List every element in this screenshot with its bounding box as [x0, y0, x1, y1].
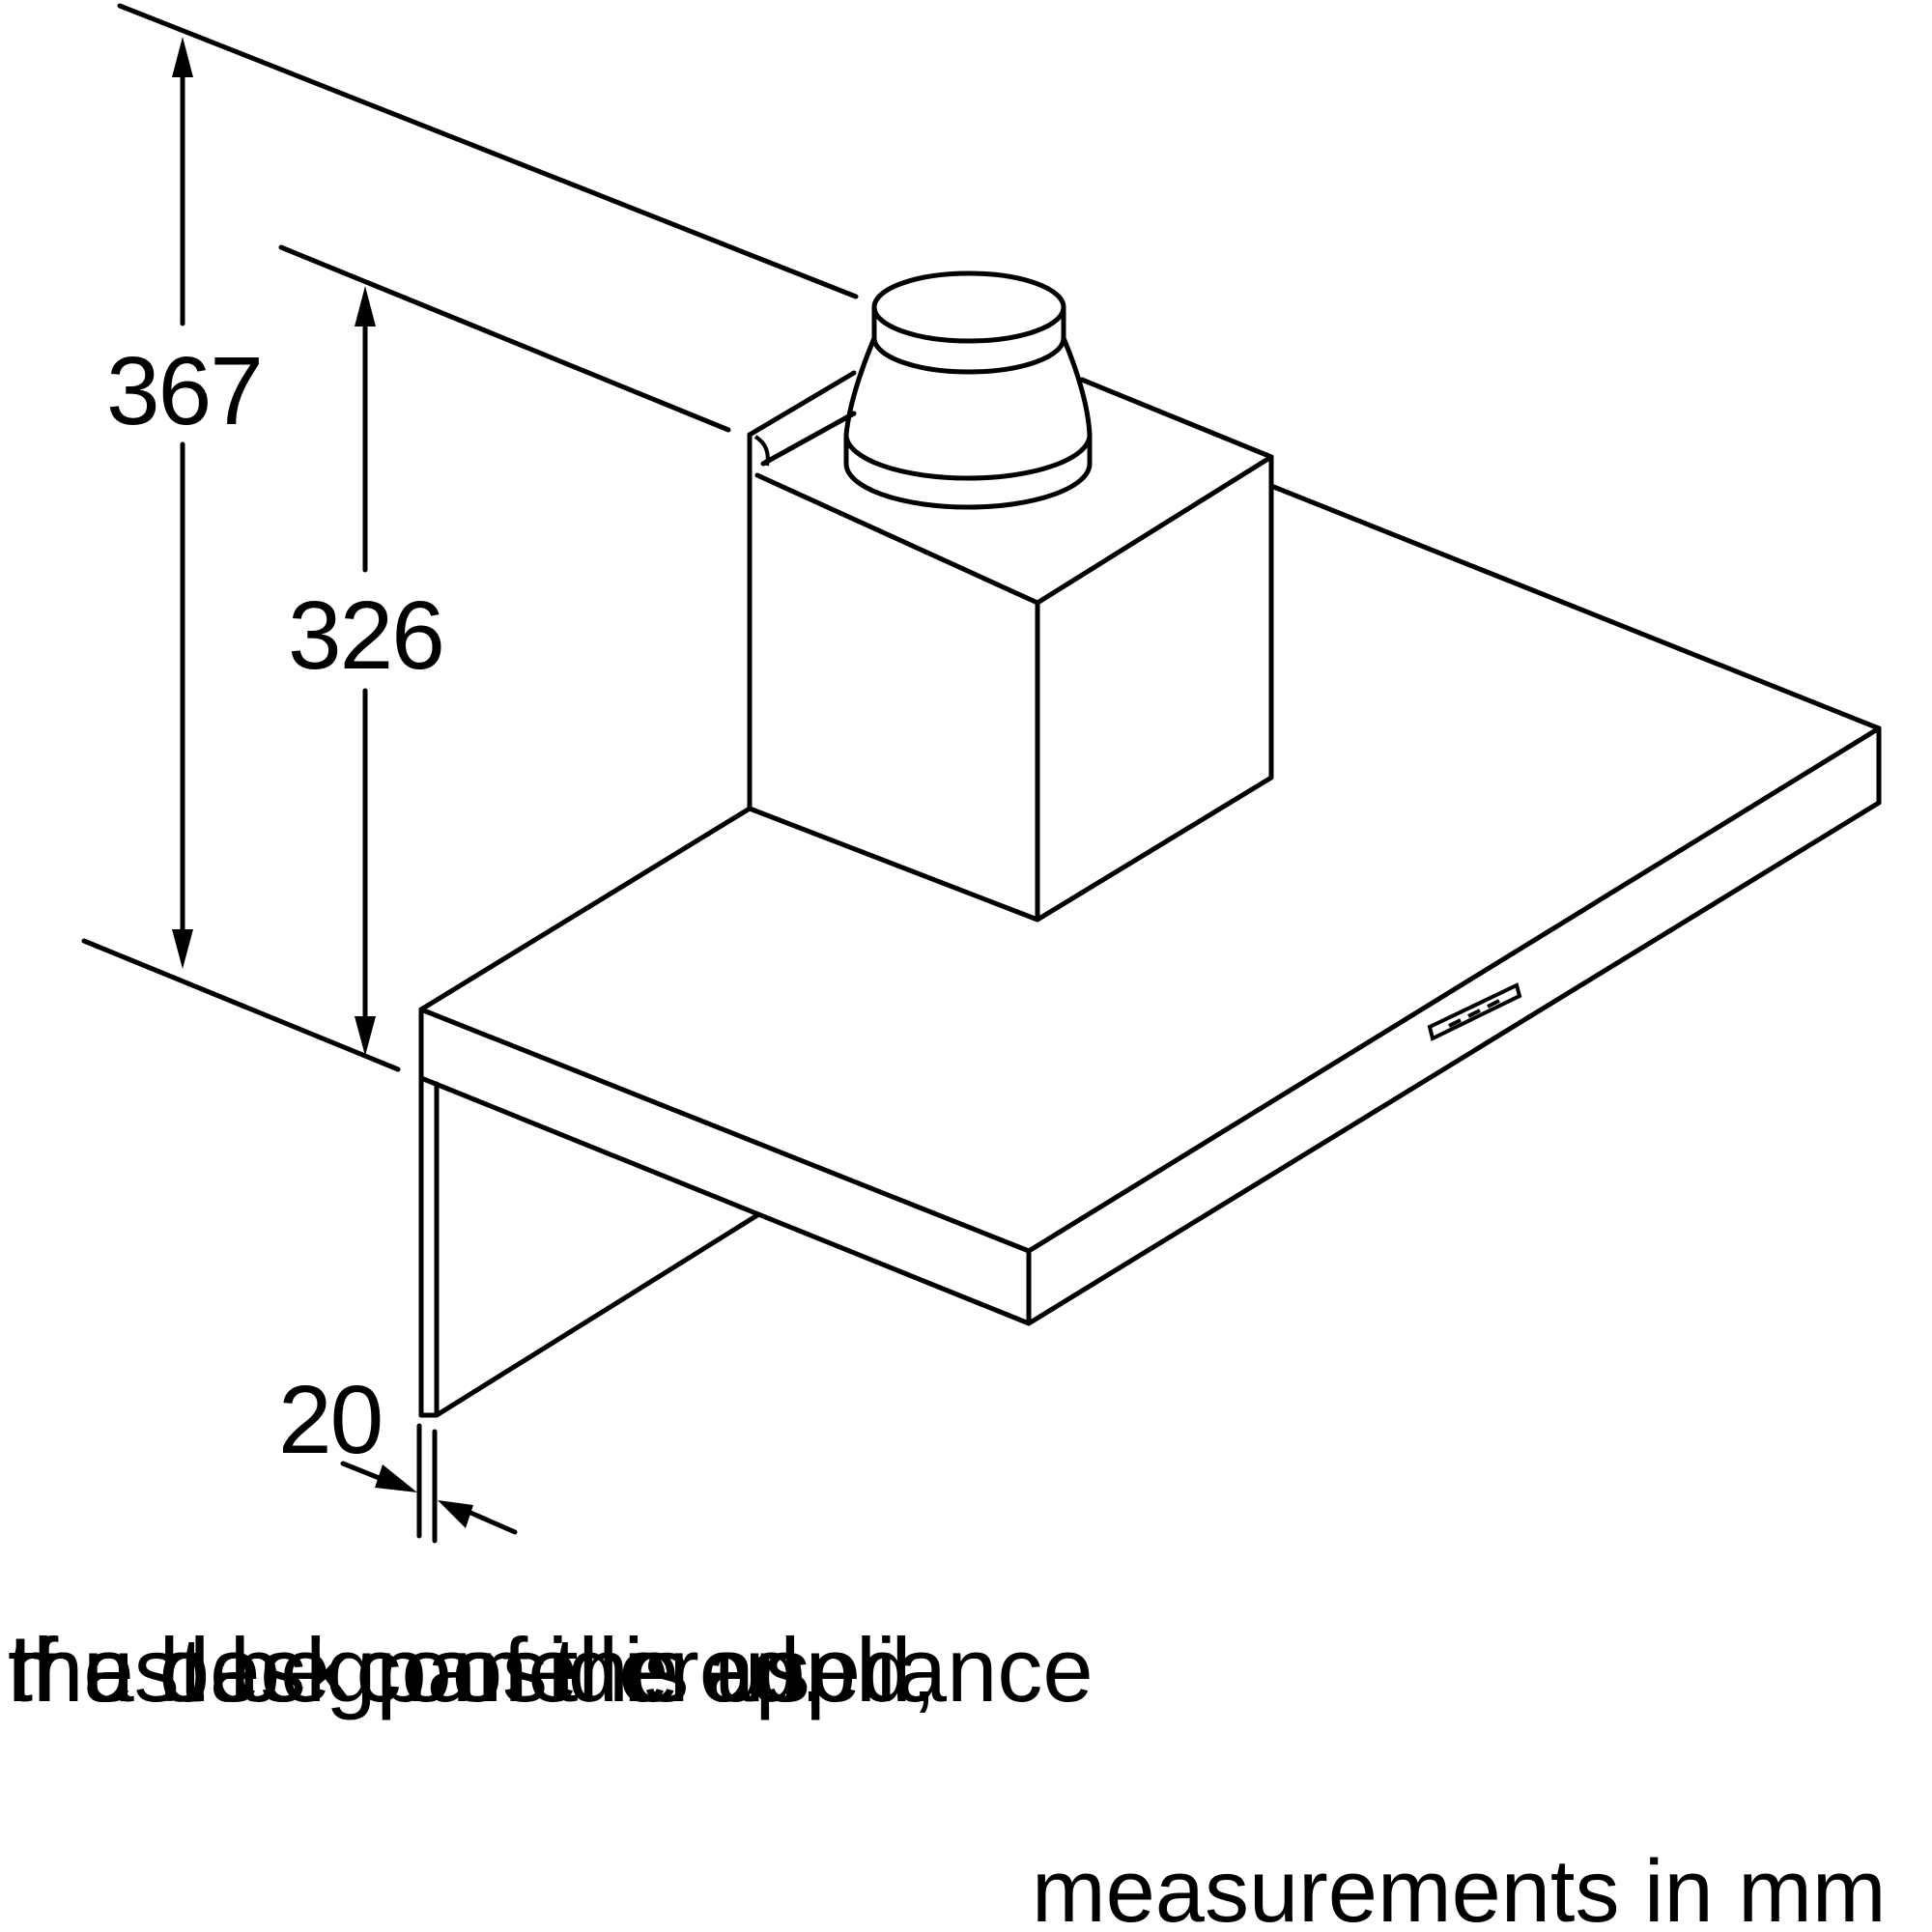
dimension-label-20: 20 — [278, 1366, 384, 1474]
note-line: the design of the appliance — [8, 1619, 1094, 1720]
dimension-arrow-20 — [340, 1423, 518, 1544]
note-line: must be considered. — [8, 1619, 826, 1720]
chimney-box — [747, 370, 1274, 923]
units-label: measurements in mm — [1032, 1842, 1887, 1932]
note-line: If a back panel is used, — [8, 1619, 937, 1720]
duct-connector — [843, 270, 1093, 510]
dimension-label-326: 326 — [288, 582, 445, 690]
dimension-arrow-326 — [355, 286, 376, 1056]
back-panel — [418, 1075, 760, 1418]
extension-lines — [81, 3, 859, 1072]
dimension-label-367: 367 — [106, 337, 264, 445]
dimension-arrow-367 — [172, 37, 193, 969]
hood-canopy — [418, 483, 1882, 1326]
control-panel — [1427, 982, 1522, 1041]
